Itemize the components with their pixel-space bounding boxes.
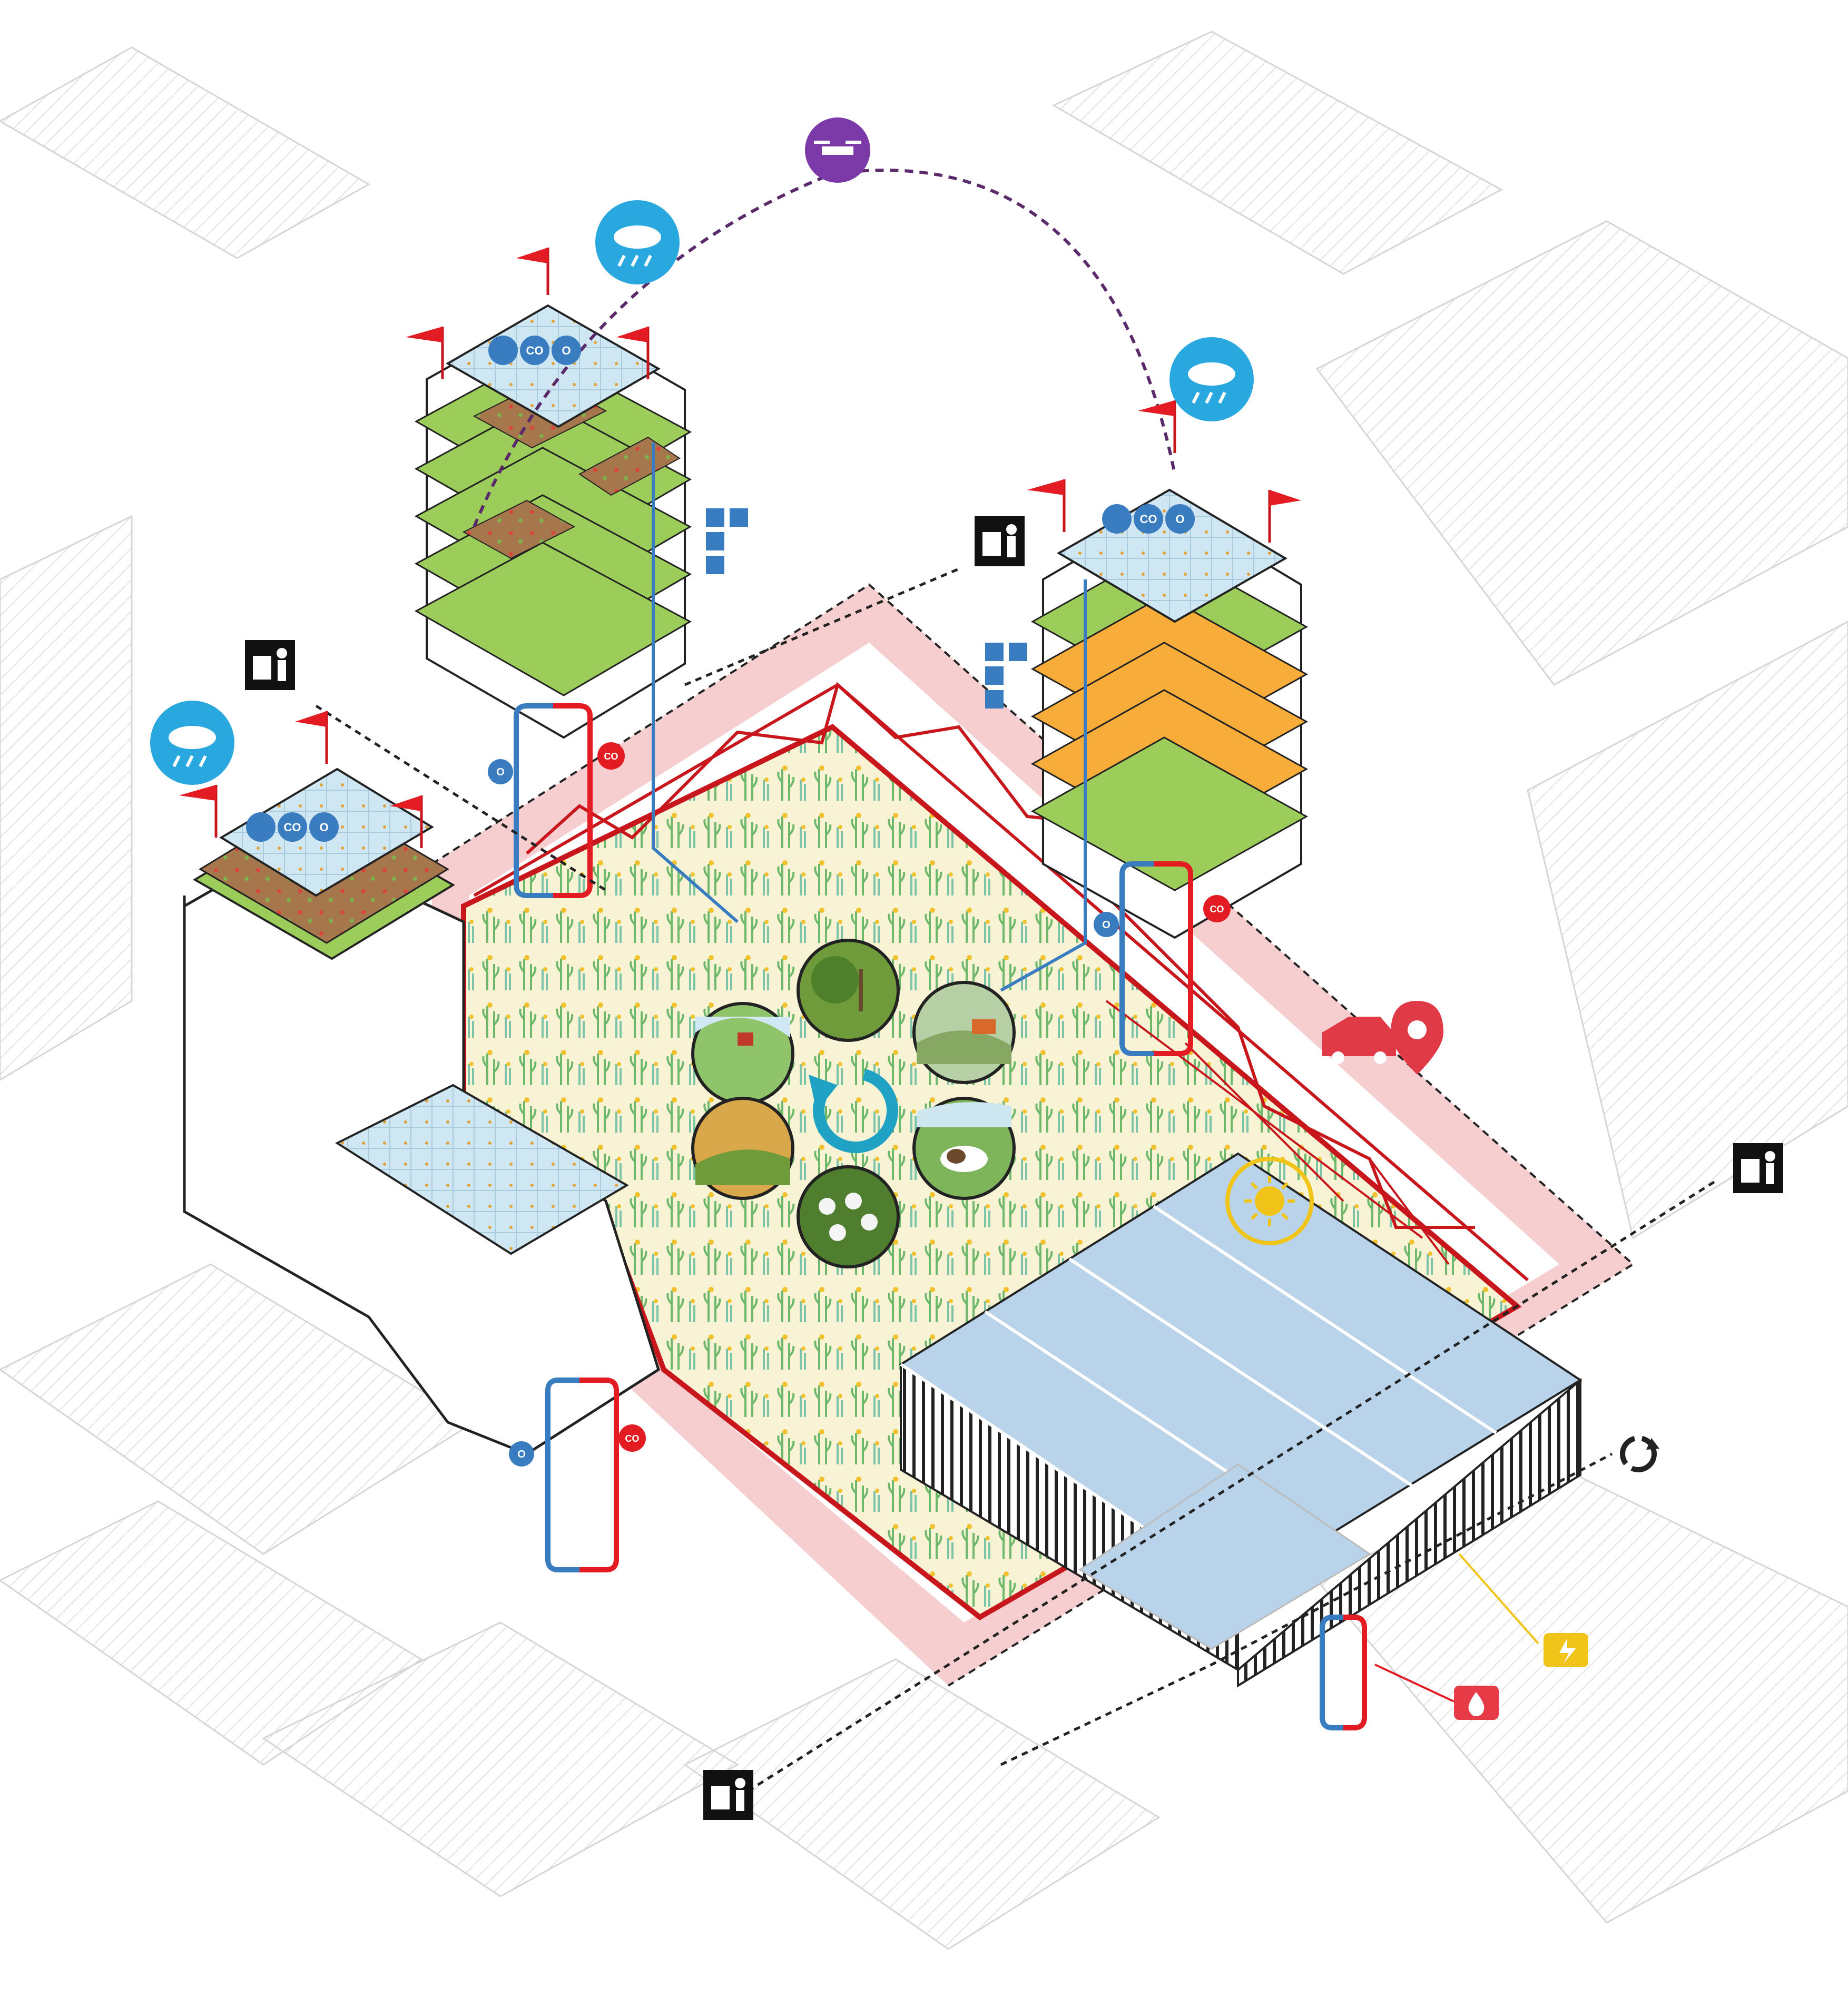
water-drop-icon xyxy=(1454,1686,1499,1720)
flow-loop-solar xyxy=(1320,1615,1367,1730)
waste-routes xyxy=(315,567,1718,1793)
o2-label: O xyxy=(1102,919,1110,931)
recycle-icon xyxy=(1620,1435,1659,1472)
waste-icons xyxy=(245,516,1783,1820)
gardener-icon xyxy=(706,508,724,527)
co2-label: CO xyxy=(625,1433,640,1444)
o2-label: O xyxy=(562,344,571,357)
waste-collection-icon xyxy=(975,516,1025,566)
cycle-arrowhead-icon xyxy=(809,1075,838,1111)
cycle-arrow-icon xyxy=(813,1069,899,1154)
windsock-icon xyxy=(1268,490,1301,543)
rain-cloud-icon xyxy=(150,701,234,785)
terraced-fields-scene xyxy=(691,1097,794,1200)
windsock-icon xyxy=(1138,400,1176,453)
solar-building xyxy=(899,1152,1582,1688)
waste-collection-icon xyxy=(703,1770,753,1820)
windsock-icon xyxy=(516,248,549,295)
tower-b-gas-row: CO O xyxy=(1102,504,1195,534)
car-location-icon xyxy=(1322,1001,1443,1075)
co2-label: CO xyxy=(604,751,618,762)
sun-icon xyxy=(1225,1157,1314,1245)
co2-label: CO xyxy=(284,821,301,834)
flow-loop-tower-a xyxy=(514,703,593,898)
tower-a xyxy=(414,304,692,739)
cafe-icon xyxy=(706,556,724,574)
windsocks xyxy=(179,248,1301,848)
drone-icon xyxy=(805,117,870,183)
meadow-farm-scene xyxy=(691,1002,794,1105)
electricity-icon xyxy=(1544,1633,1588,1667)
rain-icons xyxy=(150,200,1254,785)
left-building xyxy=(183,841,660,1455)
storage-icon xyxy=(706,532,724,550)
windsock-icon xyxy=(406,327,444,379)
co2-label: CO xyxy=(1210,904,1224,914)
windsock-icon xyxy=(1027,479,1066,532)
context-buildings xyxy=(0,31,1848,1950)
output-icons xyxy=(1374,1435,1659,1720)
gardener-icon xyxy=(985,643,1004,661)
flow-loop-left-building xyxy=(545,1378,619,1572)
cafe-icon xyxy=(985,690,1004,709)
tower-b xyxy=(1030,488,1309,939)
windsock-icon xyxy=(390,795,423,848)
windsock-icon xyxy=(616,327,650,379)
storage-icon xyxy=(985,666,1004,685)
windsock-icon xyxy=(179,785,218,838)
tower-a-gas-row: CO O xyxy=(488,336,581,365)
windsock-icon xyxy=(295,711,328,764)
water-pipes xyxy=(652,442,1087,992)
gas-labels: CO O CO O CO O O CO O CO O xyxy=(246,336,1231,1467)
co2-label: CO xyxy=(1140,513,1157,526)
o2-label: O xyxy=(1175,513,1184,526)
service-icon-stacks xyxy=(706,508,1027,709)
o2-label: O xyxy=(517,1449,526,1460)
dairy-cow-scene xyxy=(912,1097,1016,1200)
orchard-harvest-scene xyxy=(797,939,900,1042)
sheep-flock-scene xyxy=(797,1165,900,1268)
waste-collection-icon xyxy=(1733,1143,1783,1193)
watering-icon xyxy=(1009,643,1027,661)
o2-label: O xyxy=(496,766,505,778)
co2-label: CO xyxy=(526,344,544,357)
left-tower-gas-row: CO O xyxy=(246,812,339,842)
o2-label: O xyxy=(319,821,328,834)
rain-cloud-icon xyxy=(595,200,680,284)
watering-icon xyxy=(730,508,748,527)
tractor-field-scene xyxy=(912,981,1016,1084)
flow-loop-tower-b xyxy=(1119,861,1193,1056)
rain-cloud-icon xyxy=(1169,337,1254,421)
flow-loop-badges: O CO O CO O CO xyxy=(488,742,1231,1467)
air-flow-loops xyxy=(514,703,1367,1730)
farming-cycle xyxy=(691,939,1016,1268)
waste-collection-icon xyxy=(245,640,295,690)
